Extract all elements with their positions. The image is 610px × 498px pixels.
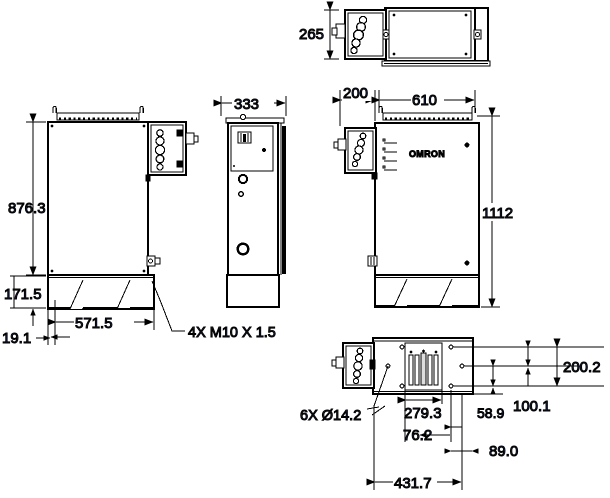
- dim-label-19-1: 19.1: [2, 330, 31, 347]
- front-view-geometry: [333, 105, 480, 308]
- callout-label-4x-m10: 4X M10 X 1.5: [188, 325, 276, 341]
- top-view-geometry: [331, 7, 491, 67]
- bottom-view-geometry: [331, 337, 474, 395]
- dim-label-100-1: 100.1: [513, 398, 551, 415]
- dim-171: [10, 275, 46, 309]
- callout-label-6x-hole: 6X Ø14.2: [300, 408, 361, 424]
- dim-876: [26, 113, 46, 276]
- callout-thread-leader: [151, 280, 185, 332]
- dim-label-571-5: 571.5: [75, 315, 113, 332]
- dim-label-200-2: 200.2: [563, 359, 601, 376]
- dim-label-279-3: 279.3: [404, 405, 442, 422]
- dim-label-1112: 1112: [482, 205, 513, 222]
- dim-76: [404, 390, 452, 442]
- dim-label-431-7: 431.7: [394, 475, 432, 492]
- dim-label-265: 265: [299, 26, 324, 43]
- dim-label-89-0: 89.0: [489, 443, 518, 460]
- dim-bottom-vertical: [453, 338, 604, 395]
- dim-label-200: 200: [343, 85, 368, 102]
- dim-label-76-2: 76.2: [403, 427, 432, 444]
- dim-89: [444, 394, 479, 458]
- dim-label-171-5: 171.5: [4, 286, 42, 303]
- left-side-view-geometry: [47, 105, 199, 310]
- dim-279: [397, 390, 443, 404]
- dim-label-610: 610: [412, 92, 437, 109]
- dim-label-58-9: 58.9: [477, 405, 504, 421]
- dim-265: [324, 1, 339, 60]
- dim-label-876-3: 876.3: [8, 200, 46, 217]
- omron-logo: OMRON: [409, 149, 445, 159]
- narrow-side-view-geometry: [225, 113, 286, 308]
- dim-label-333: 333: [234, 96, 259, 113]
- callout-holes-leaders: [366, 365, 389, 485]
